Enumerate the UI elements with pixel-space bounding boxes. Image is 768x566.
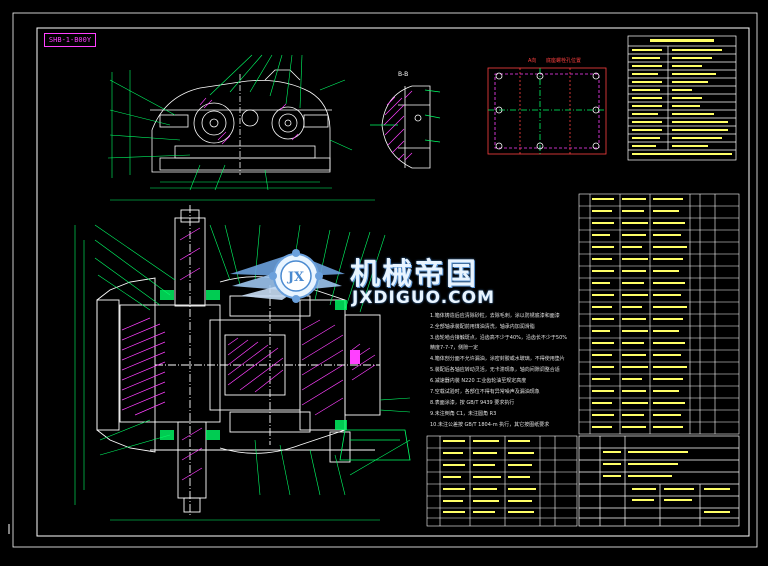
lower-parts-fill (443, 440, 536, 513)
oil-level-indicator (339, 429, 411, 461)
inner-border (36, 27, 750, 537)
top-elevation-view (150, 69, 332, 175)
tech-note: 3.齿轮啮合接触斑点，沿齿高不少于40%，沿齿长不少于50% (430, 335, 567, 341)
watermark-title-en: JXDIGUO.COM (352, 288, 496, 308)
tech-note: 8.表面涂漆，按 GB/T 9439 要求执行 (430, 400, 515, 406)
top-elevation-dims (107, 54, 353, 191)
main-gear-hatch (121, 227, 376, 481)
tech-note: 2.全部轴承装配前用煤油清洗，轴承内加润滑脂 (430, 324, 535, 330)
sheet-tag: SHB-1-B00Y (44, 33, 96, 47)
watermark-logo-letters: JX (287, 270, 305, 285)
main-bearing-marks (160, 290, 360, 440)
main-section-view (96, 205, 381, 515)
tech-note: 6.减速器内装 N220 工业齿轮油至规定高度 (430, 378, 527, 384)
parts-list (578, 193, 740, 435)
section-bb-label: B-B (398, 71, 408, 78)
spec-table (627, 35, 737, 161)
tech-note: 4.箱体剖分面不允许漏油，涂密封胶或水玻璃，不得使用垫片 (430, 356, 565, 362)
section-bb-hatch (383, 90, 413, 161)
section-bb-view (370, 85, 441, 169)
watermark-title-cn: 机械帝国 (350, 257, 478, 292)
top-right-label: A向 (528, 57, 536, 64)
outer-border (12, 12, 758, 548)
bolt-holes (495, 72, 600, 150)
tech-note: 1.箱体铸造后应清除砂粒，去除毛刺，涂以防锈底漆和面漆 (430, 313, 560, 319)
tech-note: 5.装配后各轴应转动灵活，无卡滞现象，轴向间隙调整合适 (430, 367, 560, 373)
tech-note: 10.未注公差按 GB/T 1804-m 执行，其它按图纸要求 (430, 422, 550, 428)
top-elevation-hatch (199, 97, 299, 145)
watermark-logo-icon: JX (230, 249, 345, 303)
title-block (578, 435, 740, 527)
bolt-hole-layout (487, 67, 607, 155)
tech-note: 精度7-7-7，侧隙一定 (430, 345, 479, 351)
title-block-fill (603, 451, 730, 513)
tech-note: 7.空载试验时，各部位不得有异常噪声及漏油现象 (430, 389, 540, 395)
lower-parts-list (426, 435, 578, 527)
spec-table-fill (632, 39, 732, 155)
tech-note: 9.未注倒角 C1，未注圆角 R3 (430, 411, 497, 417)
parts-list-fill (592, 198, 687, 428)
top-right-title: 底座螺栓孔位置 (546, 57, 581, 64)
